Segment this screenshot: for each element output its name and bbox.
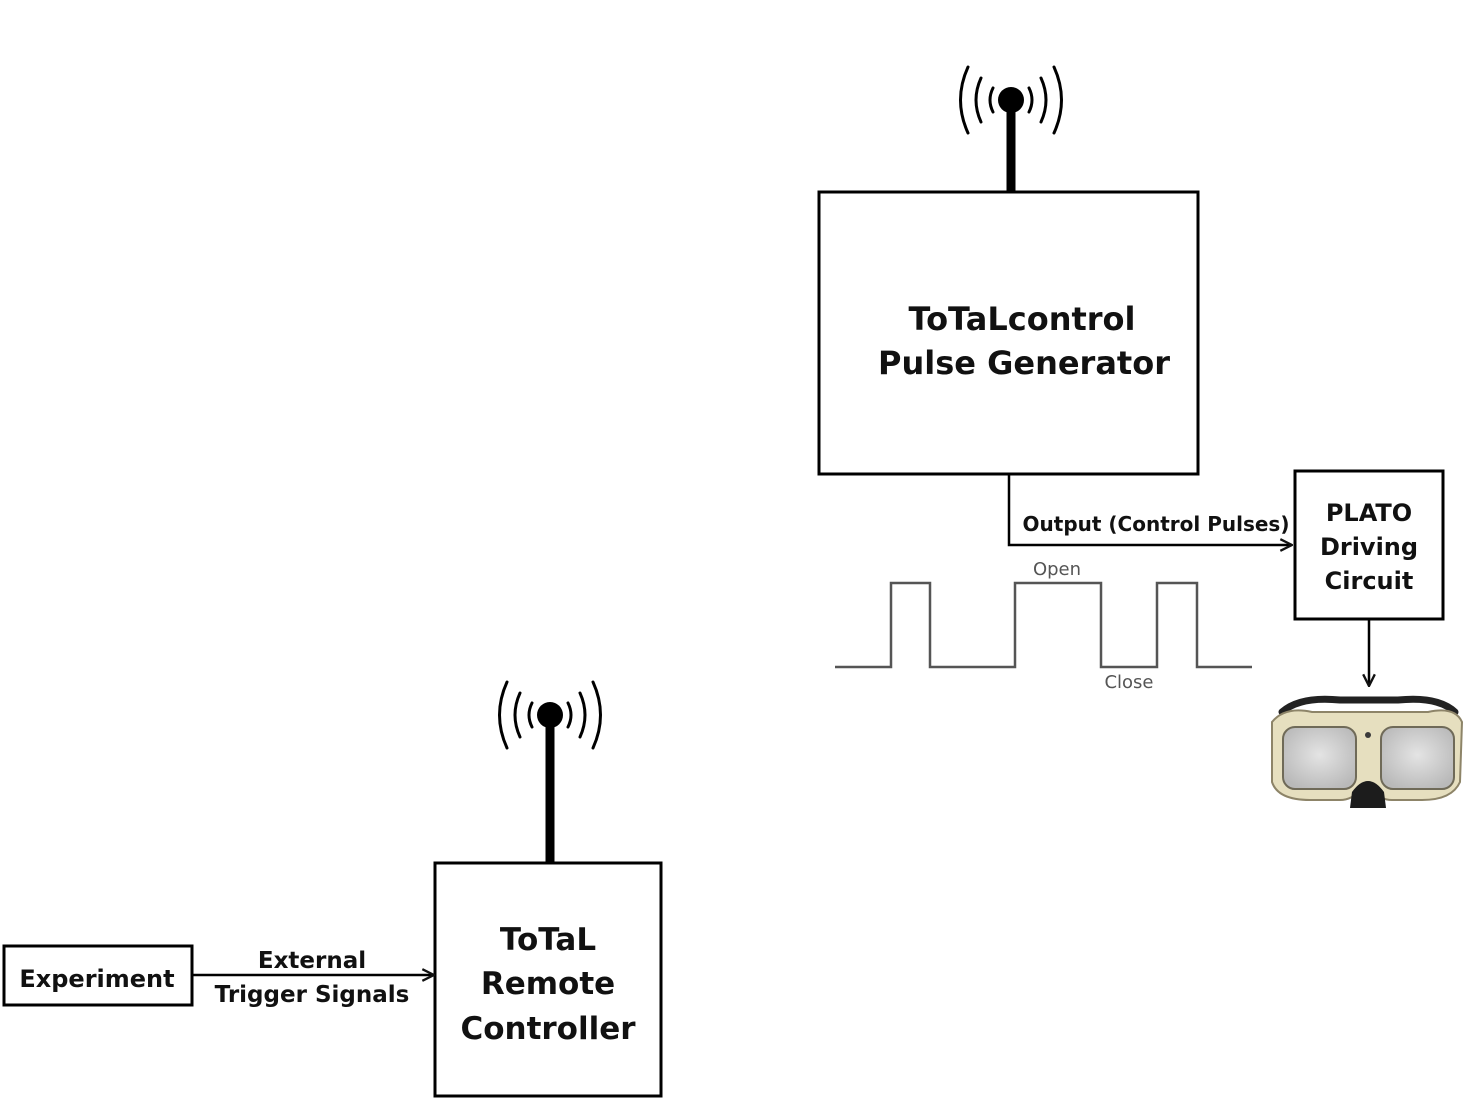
trigger-edge-label-1: External <box>258 948 366 974</box>
plato-label-3: Circuit <box>1325 567 1414 595</box>
edge-output: Output (Control Pulses) <box>1007 475 1292 545</box>
node-plato-circuit: PLATO Driving Circuit <box>1293 469 1445 621</box>
antenna-icon-remote-controller <box>498 680 602 862</box>
node-remote-controller: ToTaL Remote Controller <box>433 861 663 1098</box>
plato-label-2: Driving <box>1320 533 1418 561</box>
remote-controller-label-2: Remote <box>481 966 615 1002</box>
pulse-generator-label-2: Pulse Generator <box>878 344 1170 382</box>
trigger-edge-label-2: Trigger Signals <box>215 982 410 1008</box>
waveform-close-label: Close <box>1104 672 1153 693</box>
node-pulse-generator: ToTaLcontrol Pulse Generator <box>817 190 1200 476</box>
antenna-icon-pulse-generator <box>959 65 1063 192</box>
plato-label-1: PLATO <box>1326 499 1412 527</box>
node-experiment: Experiment <box>2 944 194 1007</box>
pulse-generator-label-1: ToTaLcontrol <box>908 300 1135 338</box>
experiment-label: Experiment <box>19 965 174 993</box>
remote-controller-label-3: Controller <box>460 1011 636 1047</box>
remote-controller-label-1: ToTaL <box>500 922 596 958</box>
plato-glasses-icon <box>1271 695 1464 808</box>
waveform-open-label: Open <box>1033 559 1081 580</box>
edge-trigger: External Trigger Signals <box>193 948 434 1008</box>
control-pulse-waveform: Open Close <box>835 559 1252 693</box>
output-edge-label: Output (Control Pulses) <box>1023 512 1290 536</box>
